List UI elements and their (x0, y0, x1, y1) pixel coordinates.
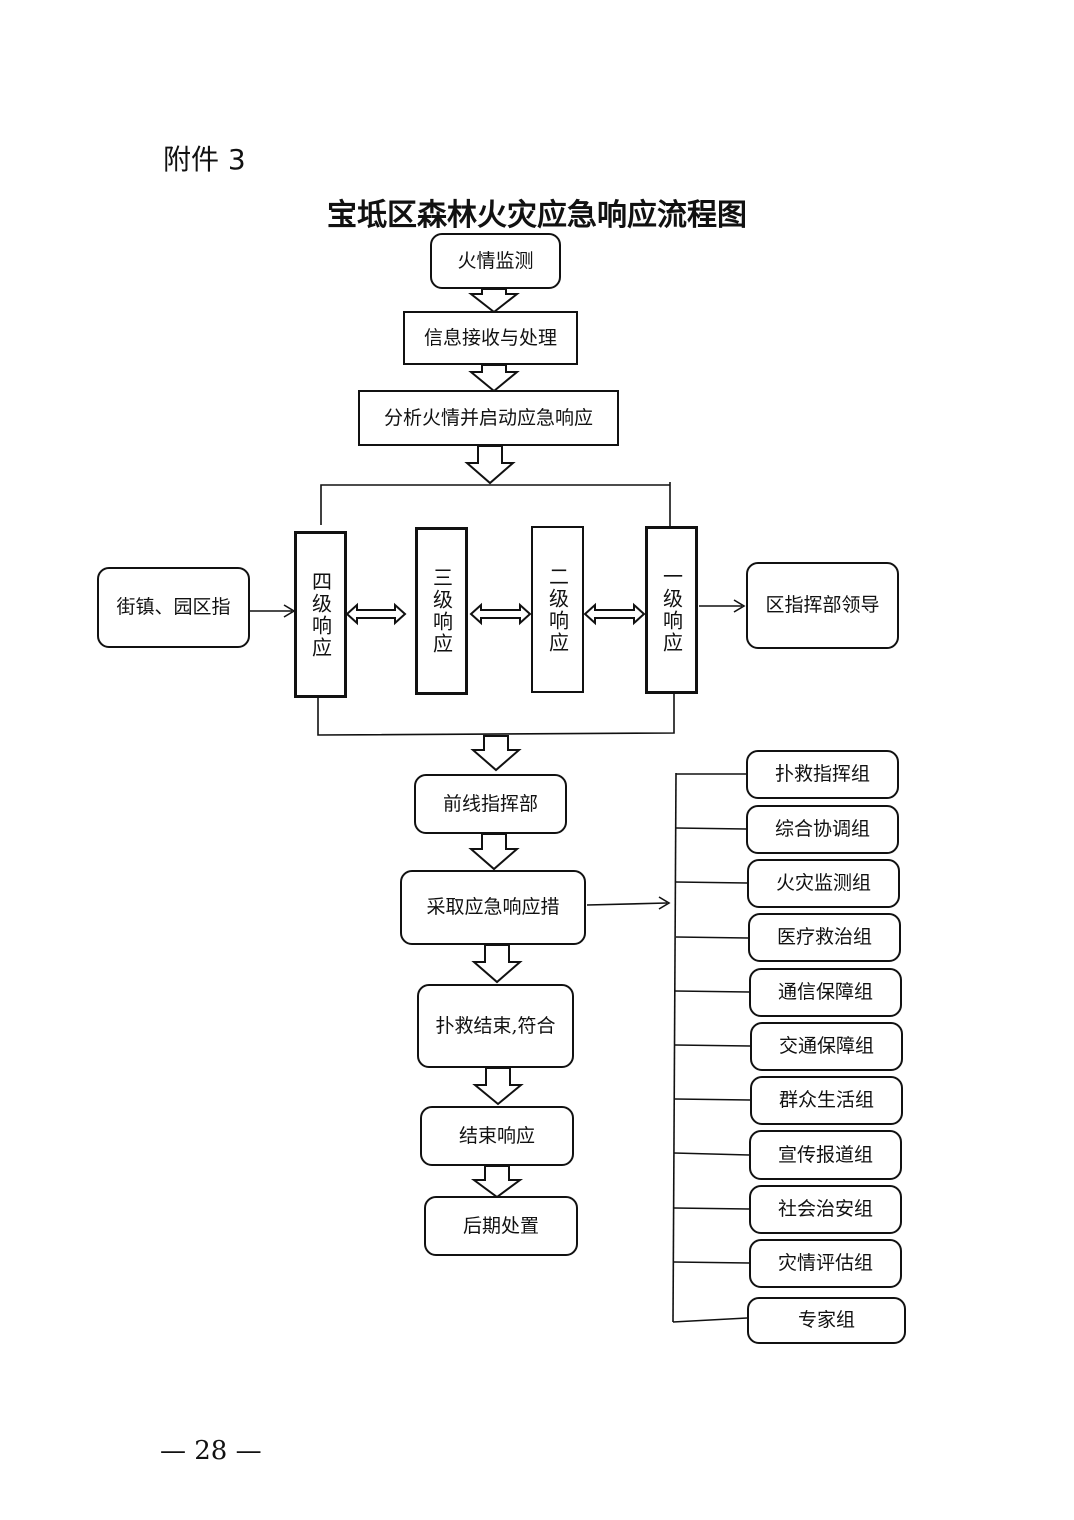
arrow-down-7 (472, 1067, 524, 1106)
attachment-label: 附件 3 (163, 143, 246, 176)
arrow-down-2 (468, 364, 520, 393)
group-box: 医疗救治组 (748, 913, 901, 962)
group-box: 群众生活组 (750, 1076, 903, 1125)
double-arrow-4-3 (345, 602, 407, 626)
group-box: 火灾监测组 (747, 859, 900, 908)
level-3-response: 三级响应 (415, 527, 468, 695)
level-4-response: 四级响应 (294, 531, 347, 698)
aftermath-box: 后期处置 (424, 1196, 578, 1256)
arrow-down-4 (470, 735, 522, 772)
level-1-response: 一级响应 (645, 526, 698, 694)
group-box: 交通保障组 (750, 1022, 903, 1071)
analyze-start-response-box: 分析火情并启动应急响应 (358, 390, 619, 446)
arrow-down-5 (468, 833, 520, 871)
arrow-down-6 (471, 944, 523, 984)
double-arrow-3-2 (469, 602, 532, 626)
double-arrow-2-1 (583, 602, 646, 626)
group-box: 通信保障组 (749, 968, 902, 1017)
emergency-measures-box: 采取应急响应措 (400, 870, 586, 945)
chart-title: 宝坻区森林火灾应急响应流程图 (327, 198, 747, 233)
district-command-box: 区指挥部领导 (746, 562, 899, 649)
town-command-box: 街镇、园区指 (97, 567, 250, 648)
front-command-box: 前线指挥部 (414, 774, 567, 834)
group-box: 扑救指挥组 (746, 750, 899, 799)
group-box: 灾情评估组 (749, 1239, 902, 1288)
arrow-down-8 (470, 1165, 524, 1199)
arrow-down-1 (468, 288, 520, 314)
end-response-box: 结束响应 (420, 1106, 574, 1166)
fire-monitoring-box: 火情监测 (430, 233, 561, 289)
page-number: — 28 — (160, 1436, 262, 1466)
group-box: 宣传报道组 (749, 1130, 902, 1180)
arrow-down-3 (464, 445, 516, 485)
rescue-end-box: 扑救结束,符合 (417, 984, 574, 1068)
group-box: 综合协调组 (746, 805, 899, 854)
group-box: 社会治安组 (749, 1185, 902, 1234)
level-2-response: 二级响应 (531, 526, 584, 693)
group-box: 专家组 (747, 1297, 906, 1344)
info-receive-box: 信息接收与处理 (403, 311, 578, 365)
